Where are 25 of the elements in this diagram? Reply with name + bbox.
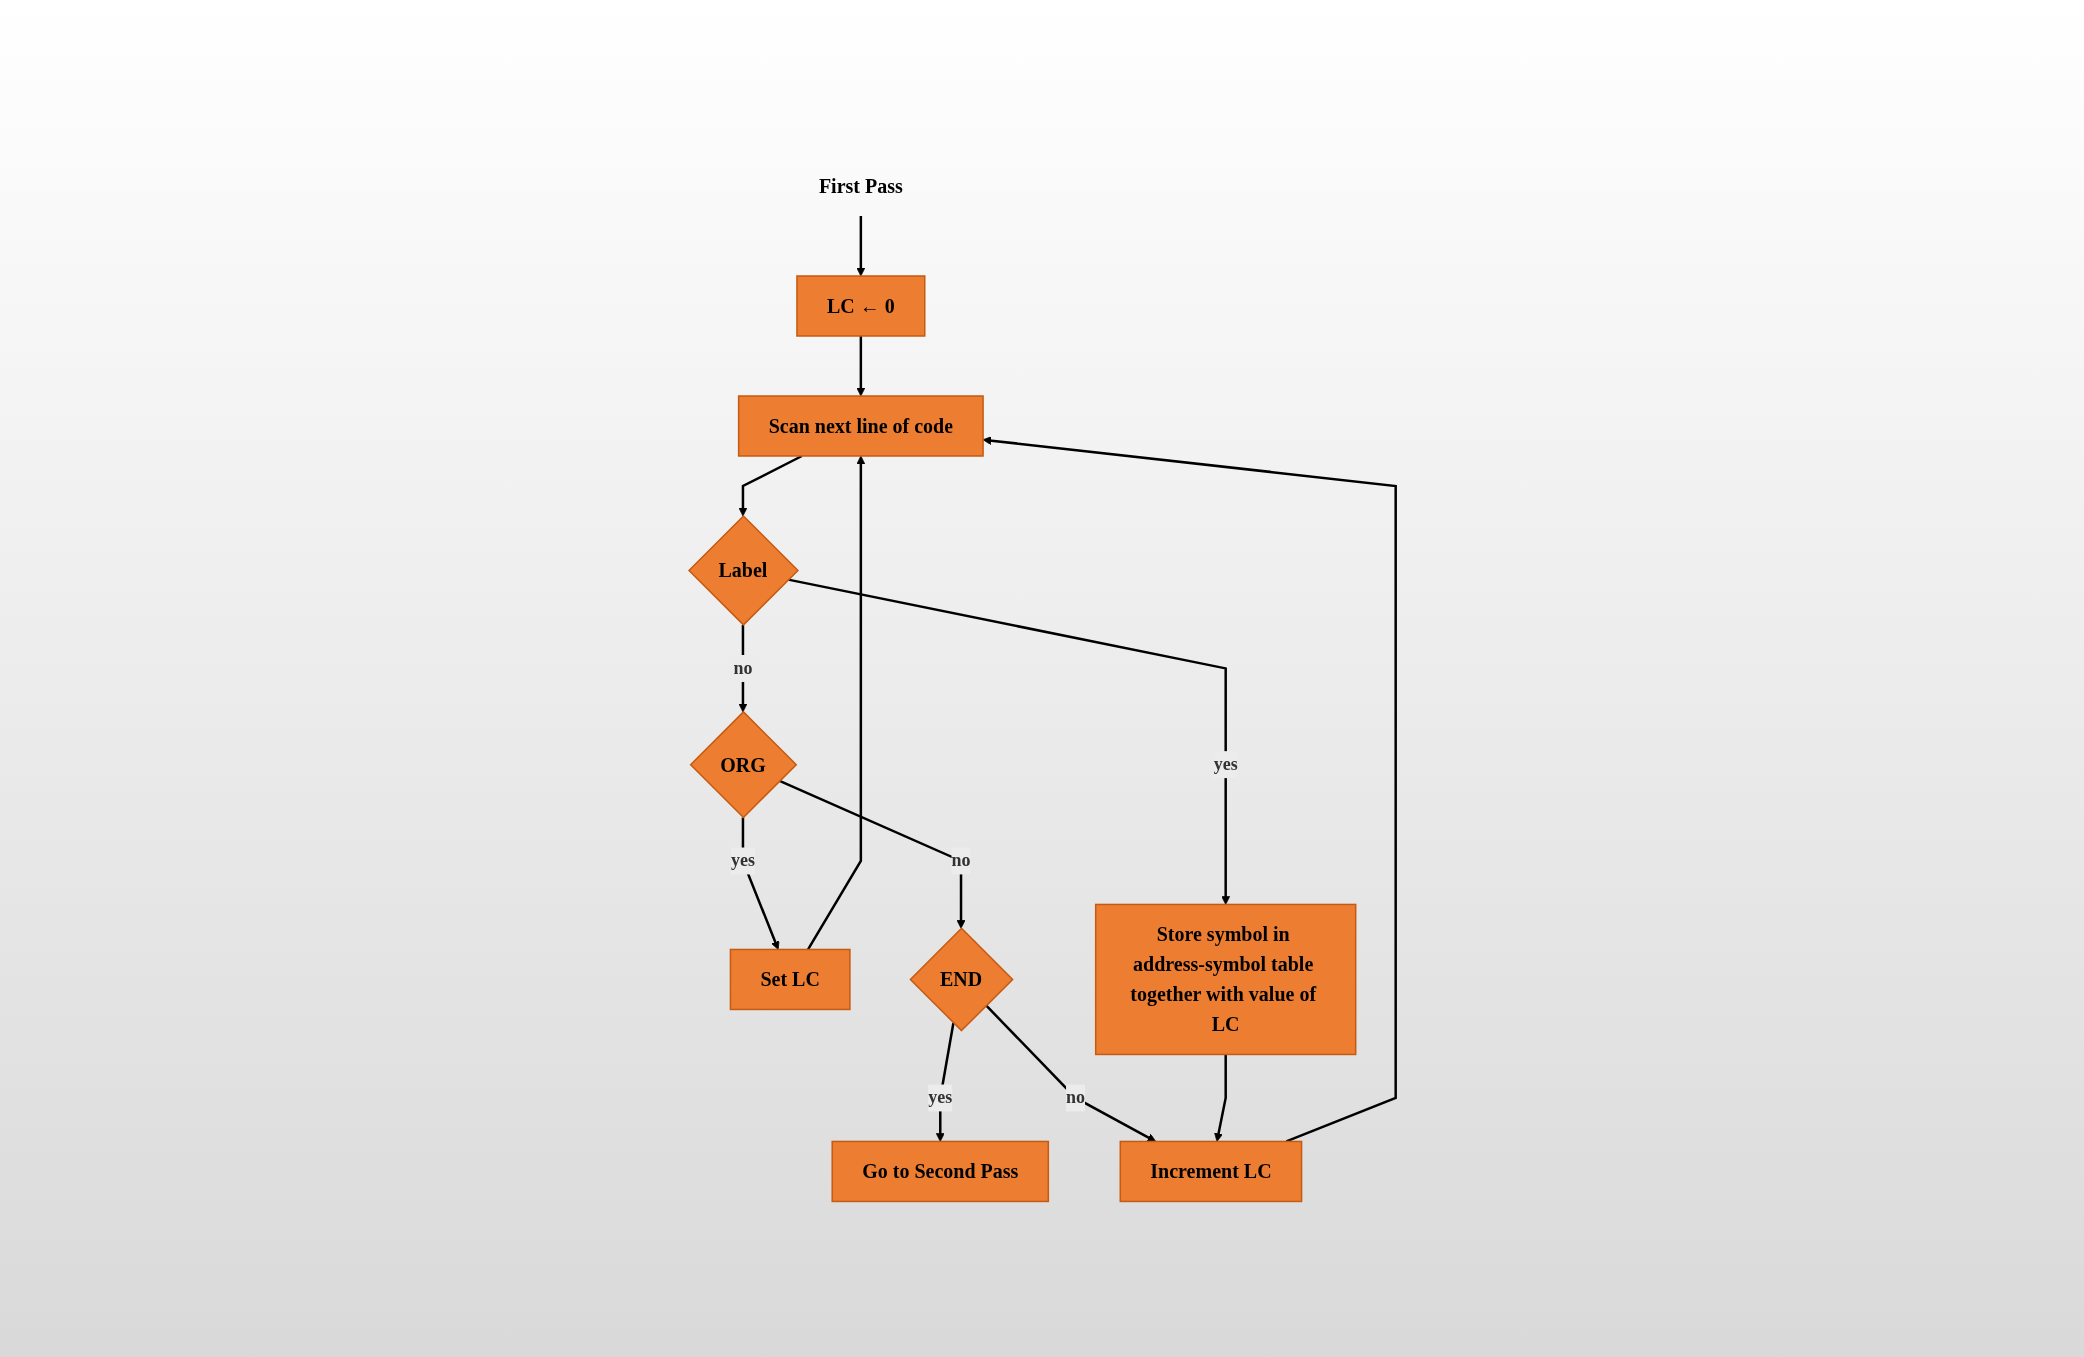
arrow [856, 215, 865, 277]
node-box: Set LC [729, 948, 851, 1010]
edge-label: no [951, 850, 971, 871]
node-box: Scan next line of code [737, 395, 984, 457]
edge-label: no [733, 657, 753, 678]
edge-label: yes [730, 850, 755, 871]
arrow [856, 335, 865, 397]
node-diamond: ORG [689, 710, 797, 819]
arrow [738, 454, 803, 517]
node-box: Store symbol in address-symbol table together with value of LC [1094, 903, 1357, 1055]
arrow [778, 779, 966, 929]
arrow [1213, 1054, 1227, 1142]
node-box: Increment LC [1119, 1140, 1302, 1202]
node-diamond: END [909, 927, 1014, 1032]
arrow [984, 1004, 1156, 1142]
arrow [787, 578, 1230, 905]
node-diamond: Label [687, 514, 799, 626]
node-box: Go to Second Pass [831, 1140, 1049, 1202]
arrow [806, 455, 865, 950]
edge-label: no [1065, 1087, 1085, 1108]
arrow [982, 436, 1397, 1143]
edge-label: yes [927, 1087, 952, 1108]
edge-label: yes [1213, 753, 1238, 774]
node-text: First Pass [818, 174, 903, 197]
node-box: LC ← 0 [795, 275, 926, 337]
